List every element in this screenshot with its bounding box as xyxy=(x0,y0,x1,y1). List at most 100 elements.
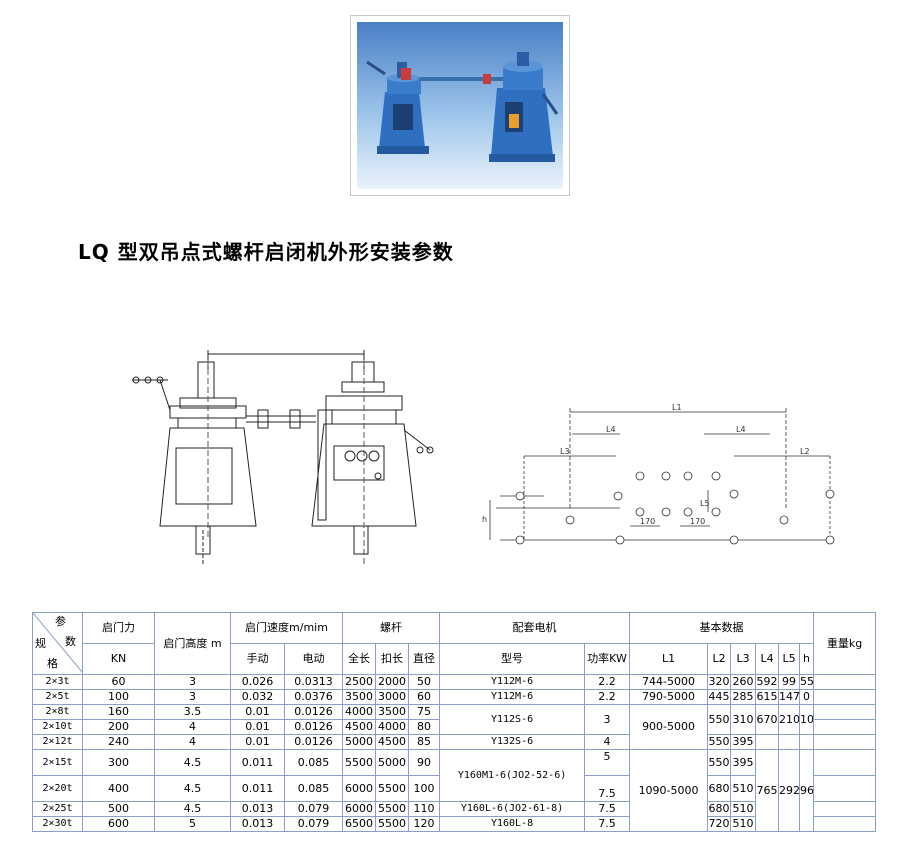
header-l1: L1 xyxy=(629,643,709,675)
cell-electric: 0.0126 xyxy=(283,719,344,735)
cell-manual: 0.01 xyxy=(230,719,285,735)
cell-force: 400 xyxy=(82,775,155,802)
header-speed-electric: 电动 xyxy=(283,643,344,675)
cell-l4 xyxy=(755,734,780,750)
cell-spec: 2×20t xyxy=(32,775,83,802)
cell-dia: 50 xyxy=(408,674,441,690)
cell-thread: 4500 xyxy=(375,734,410,750)
header-motor: 配套电机 xyxy=(439,612,631,644)
cell-dia: 110 xyxy=(408,801,441,817)
cell-spec: 2×25t xyxy=(32,801,83,817)
cell-model-merged: Y160M1-6(JO2-52-6) xyxy=(439,749,586,802)
cell-l3: 285 xyxy=(730,689,757,705)
header-screw: 螺杆 xyxy=(342,612,441,644)
cell-model-merged: Y112S-6 xyxy=(439,704,586,735)
cell-force: 160 xyxy=(82,704,155,720)
corner-header: 参 数 规 格 xyxy=(32,612,83,675)
cell-manual: 0.011 xyxy=(230,749,285,776)
header-height: 启门高度 m xyxy=(154,612,231,675)
cell-l2: 720 xyxy=(707,816,732,832)
cell-length: 2500 xyxy=(342,674,377,690)
cell-spec: 2×30t xyxy=(32,816,83,832)
cell-weight xyxy=(813,734,877,750)
cell-thread: 3500 xyxy=(375,704,410,720)
cell-height: 5 xyxy=(154,816,231,832)
cell-electric: 0.079 xyxy=(283,801,344,817)
cell-l4: 615 xyxy=(755,689,780,705)
header-l4: L4 xyxy=(755,643,780,675)
cell-spec: 2×5t xyxy=(32,689,83,705)
cell-l1: 790-5000 xyxy=(629,689,709,705)
cell-model: Y112M-6 xyxy=(439,674,586,690)
cell-height: 4 xyxy=(154,719,231,735)
cell-h xyxy=(799,734,815,750)
cell-force: 100 xyxy=(82,689,155,705)
cell-length: 4500 xyxy=(342,719,377,735)
cell-electric: 0.0126 xyxy=(283,734,344,750)
cell-manual: 0.013 xyxy=(230,816,285,832)
cell-length: 6500 xyxy=(342,816,377,832)
cell-h: 0 xyxy=(799,689,815,705)
cell-weight xyxy=(813,801,877,817)
cell-length: 3500 xyxy=(342,689,377,705)
cell-weight xyxy=(813,704,877,720)
header-screw-thread: 扣长 xyxy=(375,643,410,675)
cell-thread: 3000 xyxy=(375,689,410,705)
table-row: 2×25t 500 4.5 0.013 0.079 6000 5500 110 … xyxy=(32,801,877,817)
cell-spec: 2×15t xyxy=(32,749,83,776)
cell-l3: 510 xyxy=(730,775,757,802)
cell-weight xyxy=(813,719,877,735)
cell-manual: 0.026 xyxy=(230,674,285,690)
cell-l2: 550 xyxy=(707,749,732,776)
header-speed: 启门速度m/mim xyxy=(229,612,344,644)
cell-length: 6000 xyxy=(342,775,377,802)
cell-length: 6000 xyxy=(342,801,377,817)
cell-l2: 550 xyxy=(707,734,732,750)
cell-dia: 100 xyxy=(408,775,441,802)
table-row: 2×8t 160 3.5 0.01 0.0126 4000 3500 75 Y1… xyxy=(32,704,877,750)
spec-table: 参 数 规 格 启门力 启门高度 m 启门速度m/mim 螺杆 配套电机 基本数… xyxy=(32,612,877,832)
cell-l2: 445 xyxy=(707,689,732,705)
cell-l3: 510 xyxy=(730,801,757,817)
cell-dia: 80 xyxy=(408,719,441,735)
header-force-unit: KN xyxy=(82,643,155,675)
header-h: h xyxy=(799,643,815,675)
cell-l5 xyxy=(778,734,801,750)
corner-left-label: 规 xyxy=(35,637,46,650)
cell-force: 300 xyxy=(82,749,155,776)
cell-force: 600 xyxy=(82,816,155,832)
cell-power-merged: 3 xyxy=(584,704,631,735)
cell-model: Y160L-8 xyxy=(439,816,586,832)
cell-manual: 0.011 xyxy=(230,775,285,802)
cell-power: 7.5 xyxy=(584,775,631,802)
cell-model: Y112M-6 xyxy=(439,689,586,705)
header-screw-length: 全长 xyxy=(342,643,377,675)
cell-height: 4.5 xyxy=(154,749,231,776)
cell-electric: 0.085 xyxy=(283,749,344,776)
cell-power: 2.2 xyxy=(584,674,631,690)
cell-height: 4.5 xyxy=(154,775,231,802)
label-l3: L3 xyxy=(560,447,570,456)
cell-force: 200 xyxy=(82,719,155,735)
cell-power: 5 xyxy=(584,749,631,776)
cell-power: 4 xyxy=(584,734,631,750)
cell-l5-merged: 210 xyxy=(778,704,801,735)
header-screw-dia: 直径 xyxy=(408,643,441,675)
cell-length: 4000 xyxy=(342,704,377,720)
cell-l2-merged: 550 xyxy=(707,704,732,735)
cell-force: 240 xyxy=(82,734,155,750)
cell-manual: 0.01 xyxy=(230,704,285,720)
cell-electric: 0.0313 xyxy=(283,674,344,690)
cell-l1-merged: 900-5000 xyxy=(629,704,709,750)
label-dim-170-b: 170 xyxy=(690,517,705,526)
label-l4-right: L4 xyxy=(736,425,746,434)
cell-thread: 5500 xyxy=(375,816,410,832)
cell-weight xyxy=(813,816,877,832)
cell-spec: 2×3t xyxy=(32,674,83,690)
cell-thread: 5500 xyxy=(375,775,410,802)
label-l2: L2 xyxy=(800,447,810,456)
cell-thread: 4000 xyxy=(375,719,410,735)
cell-weight xyxy=(813,674,877,690)
cell-height: 3 xyxy=(154,674,231,690)
corner-mid-label: 数 xyxy=(65,635,76,648)
